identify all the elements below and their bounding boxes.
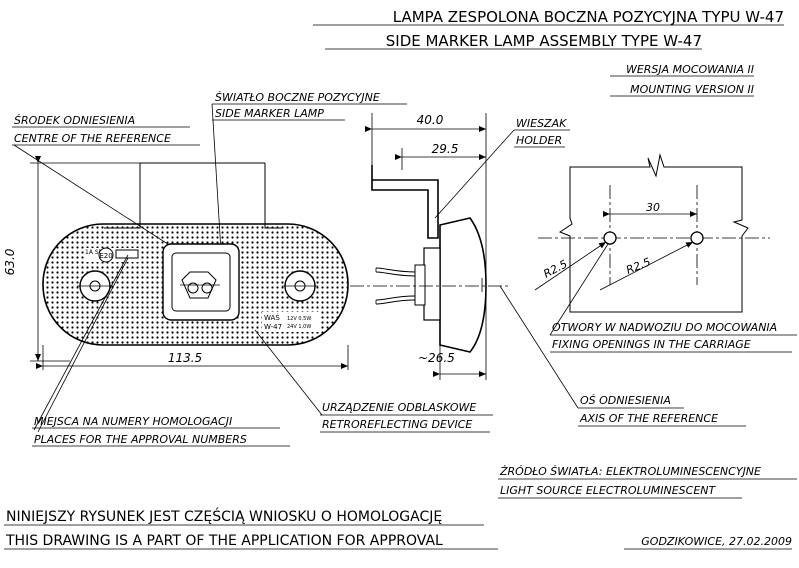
mounting-version-pl: WERSJA MOCOWANIA II [626,63,754,76]
dim-width: 113.5 [168,351,202,365]
voltage-12: 12V 0,5W [287,316,311,322]
lamp-lens [162,243,240,321]
retroreflector-label-pl: URZĄDZENIE ODBLASKOWE [322,401,476,414]
reference-centre-label-en: CENTRE OF THE REFERENCE [14,132,171,145]
place-date: GODZIKOWICE, 27.02.2009 [641,535,792,548]
fixing-hole-right [690,231,704,245]
title-en: SIDE MARKER LAMP ASSEMBLY TYPE W-47 [386,32,702,50]
lamp-side-housing [439,217,487,353]
side-marker-label-en: SIDE MARKER LAMP [215,107,324,120]
light-source-label-pl: ŹRÓDŁO ŚWIATŁA: ELEKTROLUMINESCENCYJNE [499,465,761,478]
side-marker-label-pl: ŚWIATŁO BOCZNE POZYCYJNE [215,91,380,104]
fixing-hole-left [603,231,617,245]
brand-mark: WAŚ [264,313,280,322]
voltage-24: 24V 1,0W [287,324,311,330]
fixing-openings-label-en: FIXING OPENINGS IN THE CARRIAGE [552,338,751,351]
approval-prefix: 1A SM1 [85,249,108,256]
model-mark: W-47 [264,323,282,331]
light-source-label-en: LIGHT SOURCE ELECTROLUMINESCENT [500,484,717,497]
holder-label-pl: WIESZAK [516,117,567,130]
dim-hole-spacing: 30 [646,201,660,214]
carriage-panel [558,153,749,313]
dim-radius-right: R2.5 [624,255,652,276]
dim-holder-inner: 29.5 [432,142,459,156]
approval-code: E20 [99,252,112,260]
reference-axis-label-en: AXIS OF THE REFERENCE [579,412,718,425]
approval-places-label-pl: MIEJSCA NA NUMERY HOMOLOGACJI [34,415,232,428]
retroreflector-label-en: RETROREFLECTING DEVICE [322,418,472,431]
dim-radius-left: R2.5 [541,257,569,280]
footer-pl: NINIEJSZY RYSUNEK JEST CZĘŚCIĄ WNIOSKU O… [6,507,442,525]
reference-centre-label-pl: ŚRODEK ODNIESIENIA [14,114,135,127]
footer-en: THIS DRAWING IS A PART OF THE APPLICATIO… [5,533,443,549]
e-mark-circle [98,247,114,263]
reference-axis-label-pl: OŚ ODNIESIENIA [580,394,671,407]
dim-height: 63.0 [3,248,17,275]
holder-bracket [371,165,439,239]
mounting-version-en: MOUNTING VERSION II [630,83,754,96]
dim-holder-total: 40.0 [417,113,444,127]
fixing-openings-label-pl: OTWORY W NADWOZIU DO MOCOWANIA [552,321,777,334]
approval-places-label-en: PLACES FOR THE APPROVAL NUMBERS [34,433,247,446]
title-pl: LAMPA ZESPOLONA BOCZNA POZYCYJNA TYPU W-… [393,8,784,26]
holder-label-en: HOLDER [516,134,562,147]
dim-depth: ~26.5 [418,351,455,365]
